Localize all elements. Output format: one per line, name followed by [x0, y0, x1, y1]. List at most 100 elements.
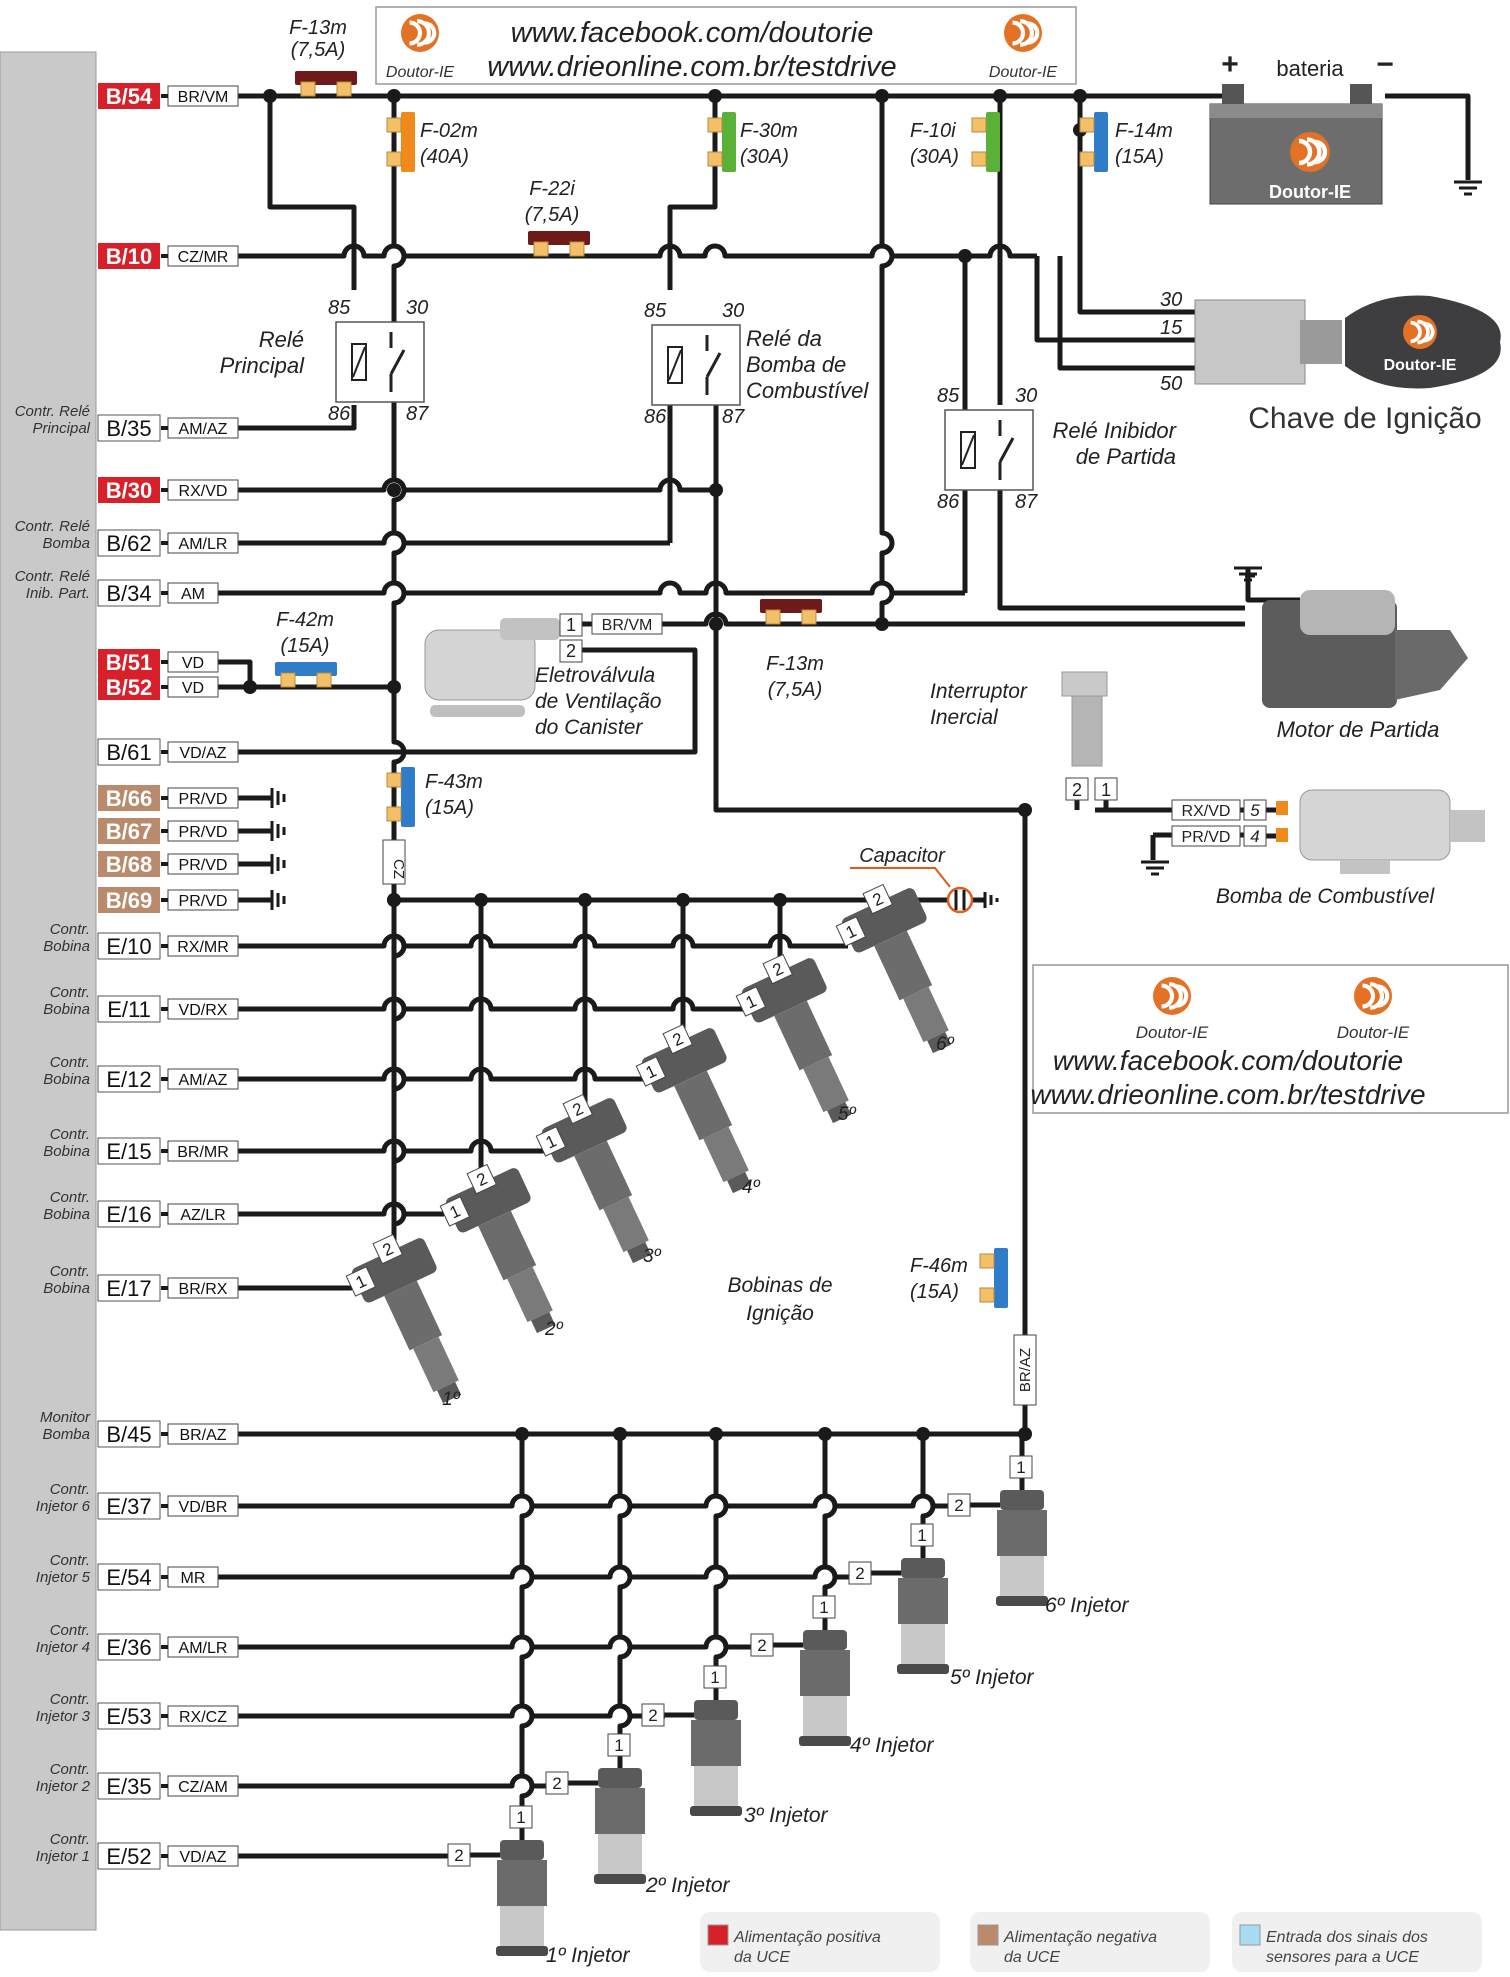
logo-arc: [1424, 321, 1435, 343]
fuse-f46m[interactable]: [979, 1248, 1008, 1308]
wire-b54-relay-85: [267, 96, 357, 290]
fuse-f13m-canister[interactable]: [760, 599, 822, 625]
relay-pin: 87: [406, 403, 429, 425]
wire-b10: [238, 243, 1037, 259]
ignition-coil-1[interactable]: 12: [339, 1224, 490, 1418]
legend-box: [970, 1912, 1210, 1972]
injector-2[interactable]: 12: [545, 1733, 646, 1884]
pin-id: E/35: [106, 1774, 151, 1799]
fuse-cap: [979, 1287, 995, 1303]
logo-arc: [1410, 320, 1422, 344]
fuse-body: [1094, 112, 1108, 172]
pump-pin5: 5: [1250, 801, 1260, 820]
ignition-coil-6[interactable]: 12: [829, 874, 980, 1068]
injector-4[interactable]: 12: [750, 1595, 851, 1746]
starter-motor[interactable]: [1262, 590, 1468, 708]
inertia-body: [1071, 695, 1103, 767]
fuse-cap: [569, 241, 585, 257]
injector-5[interactable]: 12: [848, 1523, 949, 1674]
fuse-f22i[interactable]: [528, 231, 590, 257]
ignition-brand: Doutor-IE: [1384, 357, 1457, 374]
ignition-coil-3[interactable]: 12: [529, 1084, 680, 1278]
ignition-switch[interactable]: [1194, 295, 1501, 389]
ignition-coil-5[interactable]: 12: [729, 944, 880, 1138]
junction-dot: [263, 89, 277, 103]
uce-pin-b-67[interactable]: B/67 PR/VD: [98, 818, 239, 844]
logo-arc: [1012, 20, 1026, 46]
fuse-cap: [386, 772, 402, 788]
injector-cap: [803, 1630, 847, 1650]
ignition-coil-2[interactable]: 12: [433, 1154, 584, 1348]
ignition-coil-4[interactable]: 12: [629, 1014, 780, 1208]
pin-id: B/67: [106, 819, 152, 844]
fuse-f42m[interactable]: [275, 662, 337, 688]
fuse-body: [401, 112, 415, 172]
pin-stub: [161, 1784, 168, 1788]
pump-pin4: 4: [1250, 827, 1259, 846]
capacitor[interactable]: [850, 867, 999, 914]
fuse-f13m-top[interactable]: [295, 71, 357, 97]
injector-6[interactable]: 12: [947, 1455, 1048, 1606]
pin-stub: [161, 1149, 168, 1153]
fuse-f14m[interactable]: [1079, 112, 1108, 172]
relay-box: [335, 321, 425, 403]
fuse-f30m[interactable]: [707, 112, 736, 172]
pin-stub: [161, 488, 168, 492]
uce-pin-e-10[interactable]: E/10 RX/MR: [97, 932, 239, 960]
wire-coil-ctrl-1: [238, 996, 744, 1012]
injector-1[interactable]: 12: [447, 1805, 548, 1956]
relay-contact: [998, 437, 1015, 463]
pin-id: B/51: [106, 650, 152, 675]
coil-number: 6º: [936, 1034, 955, 1055]
brand-logo-icon: [1403, 315, 1437, 349]
pin-id: E/10: [106, 934, 151, 959]
injector-ring: [690, 1806, 742, 1816]
coil-tip: [727, 1172, 752, 1194]
fuse-f02m[interactable]: [386, 112, 415, 172]
coil-boot: [903, 986, 949, 1043]
injector-3[interactable]: 12: [641, 1665, 742, 1816]
battery-ground-icon: [1454, 180, 1482, 196]
wire-tag-cz-text: CZ: [390, 859, 407, 879]
fuse-f43m[interactable]: [386, 767, 415, 827]
fuse-cap: [707, 117, 723, 133]
fuse-f10i[interactable]: [971, 112, 1000, 172]
pin-id: B/30: [106, 478, 152, 503]
wire-code: RX/MR: [177, 939, 229, 956]
pin-function-label: Contr.Injetor 3: [36, 1691, 91, 1725]
coil-boot: [507, 1266, 553, 1323]
wire-code: PR/VD: [179, 824, 228, 841]
